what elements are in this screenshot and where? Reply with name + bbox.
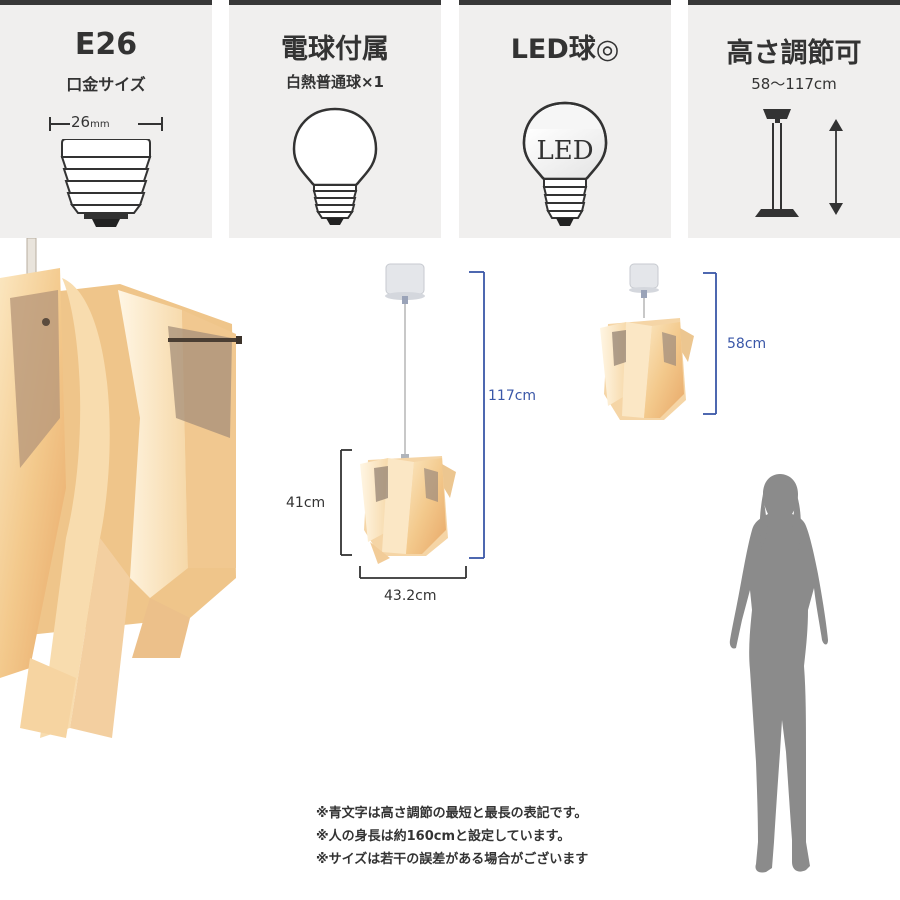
height-min-bracket	[703, 272, 717, 415]
led-bulb-label: LED	[536, 136, 593, 166]
measure-bracket-icon	[49, 117, 163, 131]
socket-subtitle: 口金サイズ	[66, 75, 146, 94]
spec-card-led: LED球◎ LED	[459, 0, 671, 238]
spec-card-height: 高さ調節可 58〜117cm	[688, 0, 900, 238]
e26-socket-icon	[60, 139, 152, 227]
shade-width-bracket	[359, 566, 467, 579]
shade-height-bracket	[340, 449, 352, 556]
spec-card-socket: E26 口金サイズ 26mm	[0, 0, 212, 238]
led-title: LED球◎	[510, 34, 620, 65]
led-bulb-icon: LED	[522, 101, 608, 226]
socket-title: E26	[74, 27, 138, 62]
note-line-2: ※人の身長は約160cmと設定しています。	[316, 829, 571, 844]
bulb-subtitle: 白熱普通球×1	[285, 73, 384, 91]
spec-card-bulb: 電球付属 白熱普通球×1	[229, 0, 441, 238]
bulb-title: 電球付属	[281, 34, 389, 65]
note-line-3: ※サイズは若干の誤差がある場合がございます	[316, 852, 589, 867]
notes-block: ※青文字は高さ調節の最短と最長の表記です。 ※人の身長は約160cmと設定してい…	[316, 802, 588, 871]
height-subtitle: 58〜117cm	[751, 75, 837, 93]
height-title: 高さ調節可	[726, 38, 862, 69]
shade-closeup-image	[0, 238, 242, 738]
height-min-label: 58cm	[727, 336, 767, 352]
height-max-bracket	[469, 271, 485, 559]
height-max-label: 117cm	[488, 388, 537, 404]
socket-measure-value: 26	[71, 113, 91, 131]
note-line-1: ※青文字は高さ調節の最短と最長の表記です。	[316, 806, 588, 821]
shade-width-label: 43.2cm	[384, 588, 437, 604]
lamp-min-height-image	[600, 263, 694, 420]
socket-measure-unit: mm	[90, 119, 110, 130]
socket-measure: 26mm	[46, 112, 166, 134]
height-adjust-icon	[755, 109, 843, 217]
incandescent-bulb-icon	[292, 107, 378, 225]
shade-height-label: 41cm	[286, 495, 326, 511]
person-silhouette-icon	[729, 474, 828, 873]
lamp-max-height-image	[360, 263, 456, 564]
